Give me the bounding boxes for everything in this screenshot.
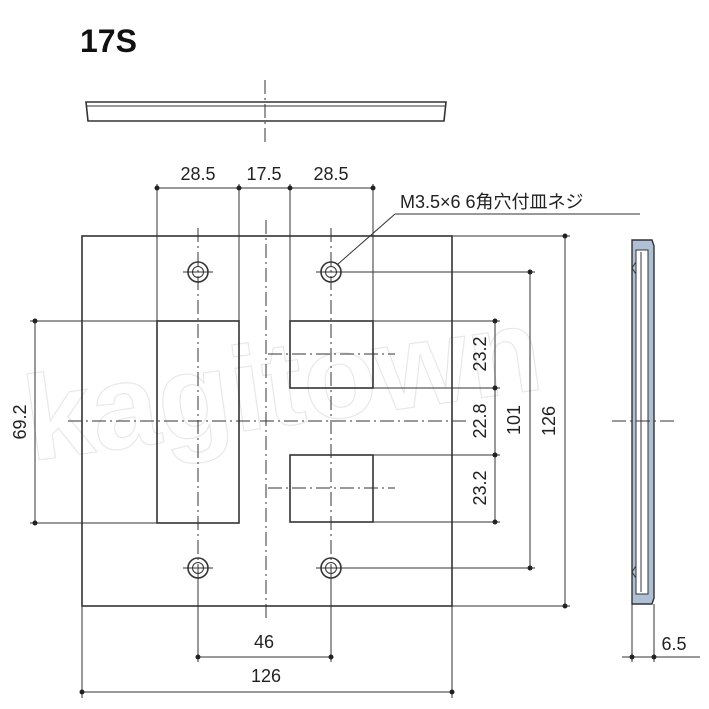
dim-thickness: 6.5 [661, 634, 686, 654]
screw-leader: M3.5×6 6角穴付皿ネジ [337, 192, 640, 265]
dim-hole-spacing-horizontal: 46 [254, 632, 274, 652]
screw-note: M3.5×6 6角穴付皿ネジ [400, 192, 584, 212]
bottom-dimensions: 46 126 [79, 578, 455, 698]
dim-opening-gap: 22.8 [470, 403, 490, 438]
top-edge-view [85, 80, 447, 142]
dim-left-gap: 28.5 [180, 164, 215, 184]
left-dimension: 69.2 [10, 318, 157, 526]
watermark-text: kagitown [16, 282, 550, 487]
screw-hole-top-left [183, 261, 213, 283]
top-dimensions: 28.5 17.5 28.5 [154, 164, 376, 321]
model-title: 17S [80, 23, 137, 59]
dim-center-gap: 17.5 [246, 164, 281, 184]
screw-hole-top-right [316, 261, 346, 283]
side-view: 6.5 [612, 239, 700, 662]
dim-right-gap: 28.5 [313, 164, 348, 184]
dim-plate-width: 126 [251, 666, 281, 686]
dim-opening-bottom: 23.2 [470, 470, 490, 505]
dim-opening-top: 23.2 [470, 336, 490, 371]
dim-left-opening-height: 69.2 [10, 404, 30, 439]
right-dimensions: 23.2 22.8 23.2 101 126 [346, 233, 570, 609]
dim-plate-height: 126 [539, 406, 559, 436]
dim-hole-spacing-vertical: 101 [504, 405, 524, 435]
